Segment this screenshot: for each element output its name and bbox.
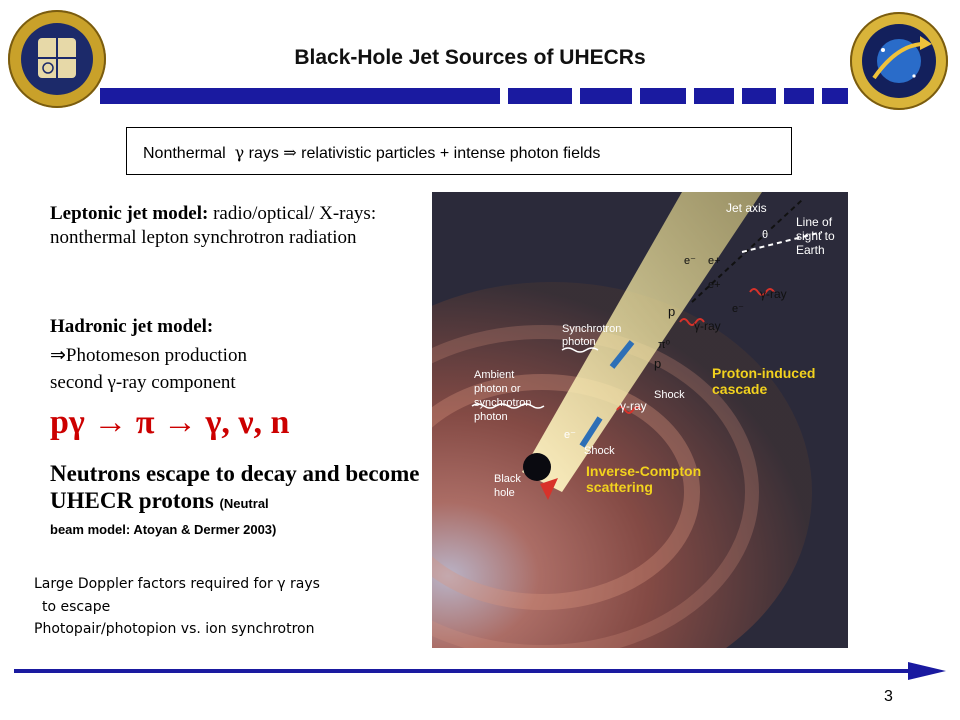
header-bar-segment [822, 88, 848, 104]
jet-axis-line [691, 199, 803, 303]
label-ambient: Ambient [474, 369, 514, 381]
page-number: 3 [884, 688, 893, 705]
footer-arrow-line [14, 660, 946, 682]
header-bar-segment [694, 88, 734, 104]
header-bar-segment [742, 88, 776, 104]
label-shock: Shock [654, 389, 685, 401]
leptonic-label: Leptonic jet model: [50, 203, 209, 224]
label-e-minus: e⁻ [684, 255, 696, 267]
reaction-equation: pγ → π → γ, ν, n [50, 404, 290, 441]
label-photon: photon [562, 336, 596, 348]
photomeson-production-line: ⇒Photomeson production [50, 344, 247, 367]
header-bar-segment [640, 88, 686, 104]
atoyan-dermer-citation: beam model: Atoyan & Dermer 2003) [50, 522, 277, 537]
leptonic-jet-model-text: Leptonic jet model: radio/optical/ X-ray… [50, 202, 430, 250]
shock-marker [609, 340, 635, 369]
doppler-text: Large Doppler factors required for [34, 576, 273, 592]
label-hole: hole [494, 487, 515, 499]
second-gamma-component-line: second γ-ray component [50, 372, 236, 394]
rays-text: rays [290, 576, 320, 592]
label-photon-or: photon or [474, 383, 521, 395]
black-hole [523, 453, 551, 481]
label-synchrotron: Synchrotron [562, 323, 621, 335]
box-rest-text: relativistic particles + intense photon … [301, 145, 601, 162]
label-cascade: cascade [712, 381, 767, 397]
jet-cone [522, 192, 762, 492]
doppler-note-line1: Large Doppler factors required for γ ray… [34, 576, 320, 592]
label-scattering: scattering [586, 479, 653, 495]
label-proton-induced: Proton-induced [712, 365, 815, 381]
label-black: Black [494, 473, 521, 485]
black-hole-jet-figure: Jet axis Line of sight to Earth θ e⁻ e+ … [292, 192, 848, 702]
header-bar-segment [580, 88, 632, 104]
label-line-of-sight-1: Line of [796, 215, 833, 229]
second-word: second [50, 372, 103, 393]
slide-title: Black-Hole Jet Sources of UHECRs [294, 46, 646, 69]
header-bar-segment [784, 88, 814, 104]
nrl-seal-logo [8, 10, 106, 108]
doppler-note-line2: to escape [42, 599, 111, 615]
label-e-plus: e+ [708, 255, 721, 267]
nonthermal-statement-box: Nonthermal γ rays ⇒ relativistic particl… [126, 127, 792, 175]
box-word-nonthermal: Nonthermal [143, 145, 226, 162]
label-line-of-sight-3: Earth [796, 243, 825, 257]
label-line-of-sight-2: sight to [796, 229, 835, 243]
neutrons-statement: Neutrons escape to decay and become UHEC… [50, 460, 430, 517]
label-synchrotron: synchrotron [474, 397, 531, 409]
box-word-rays: rays [248, 145, 279, 162]
header-bar-segment [508, 88, 572, 104]
neutrons-text: Neutrons escape to decay and become UHEC… [50, 461, 420, 513]
gamma-symbol: γ [277, 576, 286, 592]
label-e-plus: e+ [708, 279, 721, 291]
neutral-beam-paren: (Neutral [219, 496, 269, 511]
label-jet-axis: Jet axis [726, 201, 767, 215]
ray-component-text: -ray component [115, 372, 236, 393]
header-bar [0, 88, 960, 104]
shock-marker [579, 416, 603, 448]
gamma-ray-arrow [749, 288, 775, 296]
label-inverse-compton: Inverse-Compton [586, 463, 701, 479]
label-pi0: π⁰ [658, 339, 671, 351]
hadronic-jet-model-label: Hadronic jet model: [50, 316, 214, 337]
gamma-ray-arrow [679, 318, 705, 326]
label-gamma-ray: γ-ray [760, 287, 787, 301]
line-of-sight-line [741, 231, 823, 253]
gamma-symbol: γ [234, 143, 245, 162]
label-e-minus: e⁻ [732, 303, 744, 315]
wavy-photon-arrow [471, 403, 545, 409]
label-p: p [654, 356, 661, 371]
leptonic-description: radio/optical/ X-rays: nonthermal lepton… [50, 203, 377, 248]
label-p: p [668, 304, 675, 319]
implies-arrow: ⇒ [50, 345, 66, 366]
space-science-division-logo [850, 12, 948, 110]
photopair-note: Photopair/photopion vs. ion synchrotron [34, 621, 315, 637]
label-gamma-ray: γ-ray [620, 399, 647, 413]
gamma-ray-arrow [616, 406, 642, 414]
label-photon: photon [474, 411, 508, 423]
label-e-minus: e⁻ [564, 429, 576, 441]
gamma-symbol: γ [107, 372, 116, 393]
label-shock: Shock [584, 445, 615, 457]
label-theta: θ [762, 229, 768, 241]
photomeson-text: Photomeson production [65, 345, 247, 366]
wavy-photon-arrow [561, 347, 599, 353]
header-bar-main [100, 88, 500, 104]
label-gamma-ray: γ-ray [694, 319, 721, 333]
implies-symbol: ⇒ [283, 143, 297, 162]
